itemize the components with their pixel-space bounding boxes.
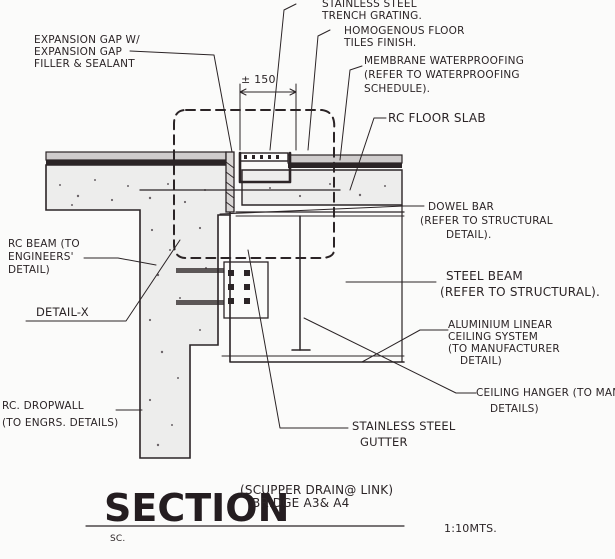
slab-right xyxy=(241,169,403,206)
stainless-gutter xyxy=(229,214,405,363)
label-drop-wall: RC. DROPWALL(TO ENGRS. DETAILS) xyxy=(2,400,118,429)
drawing-scale: 1:10MTS. xyxy=(444,522,497,535)
floor-finish-left xyxy=(45,151,227,161)
drawing-title: SECTION xyxy=(104,486,289,530)
leader-lines xyxy=(25,3,477,429)
label-floor-slab: RC FLOOR SLAB xyxy=(388,111,486,125)
trench-body xyxy=(238,151,292,184)
label-steel-beam: STEEL BEAM(REFER TO STRUCTURAL). xyxy=(440,269,600,299)
concrete-aggregate-dots xyxy=(59,179,207,447)
bolts xyxy=(228,270,250,304)
floor-finish-right xyxy=(287,154,403,164)
detail-x-boundary xyxy=(173,109,336,259)
drawing-subtitle: (SCUPPER DRAIN@ LINK)BRIDGE A3& A4 xyxy=(240,483,393,510)
trench-grating xyxy=(239,152,289,162)
drawing-signature: SC. xyxy=(110,534,125,544)
dimension-150 xyxy=(239,83,297,151)
label-waterproofing: MEMBRANE WATERPROOFING(REFER TO WATERPRO… xyxy=(364,55,524,95)
label-detail-x: DETAIL-X xyxy=(36,305,89,319)
bracket-plate xyxy=(223,261,269,319)
dimension-text: ± 150 xyxy=(241,73,276,86)
